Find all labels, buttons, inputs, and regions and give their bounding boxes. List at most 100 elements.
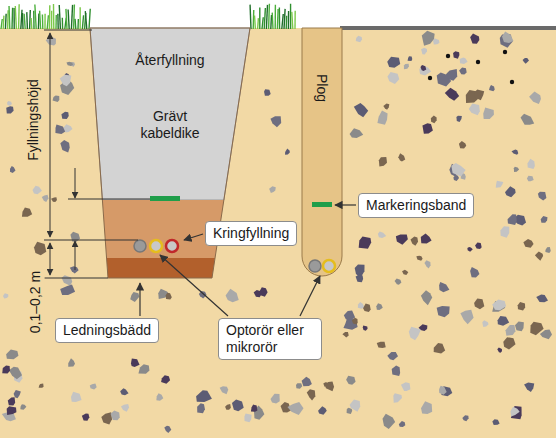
stone	[503, 50, 507, 54]
stone	[302, 377, 312, 387]
grass-blade	[279, 7, 281, 29]
callout-box: Markeringsband	[358, 193, 474, 218]
stone	[535, 251, 543, 260]
grass-blade	[288, 11, 290, 29]
callout-text: Markeringsband	[366, 197, 466, 214]
grass-blade	[73, 4, 75, 29]
grass	[1, 4, 295, 29]
stone	[383, 414, 396, 429]
stone	[474, 299, 484, 310]
stone	[424, 260, 430, 268]
stone	[70, 266, 79, 273]
stone	[34, 242, 46, 255]
stone	[510, 80, 514, 84]
part-name: Plog	[313, 71, 332, 105]
stone	[470, 267, 479, 278]
stone	[419, 324, 428, 331]
grass-blade	[286, 16, 288, 29]
stone	[383, 104, 389, 110]
grass-blade	[68, 10, 69, 29]
sky	[0, 0, 556, 28]
stone	[196, 390, 212, 402]
stone	[352, 318, 358, 325]
stone	[61, 112, 68, 119]
plough-slot	[302, 28, 342, 276]
grass-blade	[277, 9, 279, 29]
stone	[419, 65, 431, 75]
stone	[462, 415, 468, 421]
stone	[225, 404, 231, 410]
part-name: Återfyllning	[132, 51, 207, 70]
callout-box: Ledningsbädd	[55, 318, 159, 343]
stone	[515, 321, 524, 331]
grass-blade	[89, 9, 90, 29]
stone	[482, 320, 488, 327]
stone	[63, 124, 72, 132]
grass-blade	[249, 5, 251, 29]
stone	[161, 375, 170, 384]
stone	[445, 88, 459, 101]
grass-blade	[47, 15, 48, 29]
stone	[199, 291, 207, 299]
stone	[540, 329, 552, 339]
stone	[39, 384, 44, 388]
stone	[318, 406, 327, 415]
grass-blade	[266, 5, 267, 29]
grass-blade	[26, 12, 28, 29]
stone	[523, 239, 533, 248]
stones	[2, 31, 552, 433]
dimension-lines	[44, 30, 150, 278]
stone	[264, 89, 271, 96]
stone	[421, 233, 432, 243]
duct	[309, 260, 321, 272]
grass-blade	[55, 15, 57, 29]
grass-blade	[262, 17, 263, 29]
grass-blade	[71, 5, 72, 29]
stone	[514, 167, 519, 172]
backfill	[90, 28, 250, 200]
stone	[387, 57, 400, 68]
stone	[446, 54, 450, 58]
stone	[470, 33, 479, 43]
stone	[10, 166, 16, 173]
stone	[226, 289, 239, 302]
stone	[422, 123, 432, 133]
stone	[356, 275, 364, 282]
stone	[439, 386, 447, 395]
stone	[346, 376, 355, 385]
grass-blade	[282, 14, 283, 29]
grass-blade	[5, 14, 7, 29]
stone	[287, 402, 303, 415]
stone	[536, 295, 548, 303]
grass-blade	[74, 19, 76, 29]
stone	[500, 226, 509, 238]
stone	[7, 101, 12, 106]
stone	[259, 287, 268, 296]
callout-box: Optorör eller mikrorör	[218, 318, 322, 360]
stone	[492, 300, 506, 311]
road-surface	[340, 26, 556, 30]
stone	[2, 365, 10, 373]
stone	[6, 350, 18, 360]
grass-blade	[259, 8, 260, 29]
grass-blade	[252, 10, 254, 29]
grass-blade	[8, 6, 10, 29]
stone	[545, 247, 550, 253]
stone	[505, 186, 516, 197]
stone	[363, 303, 371, 312]
stone	[439, 282, 449, 292]
stone	[437, 306, 450, 317]
stone	[527, 159, 534, 169]
stone	[511, 406, 522, 419]
grass-blade	[82, 15, 83, 29]
grass-blade	[275, 5, 277, 29]
stone	[71, 392, 82, 402]
stone	[453, 51, 459, 58]
stone	[121, 404, 129, 412]
grass-blade	[29, 10, 31, 29]
stone	[130, 292, 139, 302]
stone	[392, 365, 400, 376]
grass-blade	[51, 11, 52, 29]
stone	[446, 69, 457, 81]
